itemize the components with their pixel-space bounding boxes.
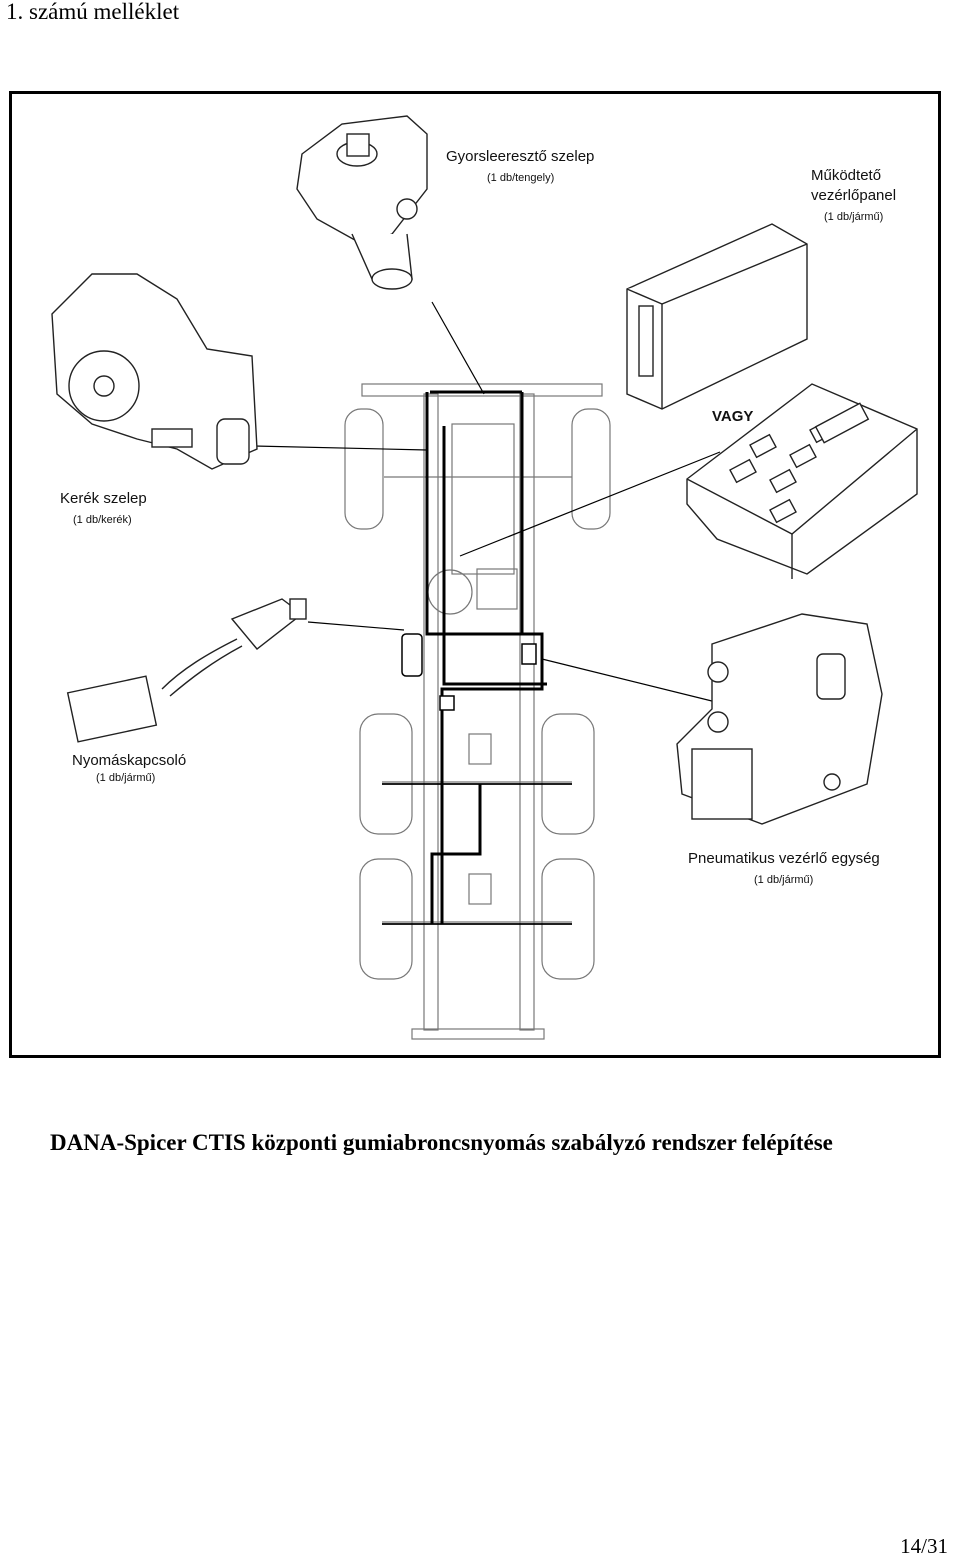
chassis-components: [401, 633, 537, 711]
page-number: 14/31: [900, 1534, 948, 1558]
wheel-valve-drawing: [51, 273, 258, 470]
pneumatic-control-unit-drawing: [676, 613, 883, 825]
or-label: VAGY: [712, 408, 754, 425]
page-heading: 1. számú melléklet: [6, 0, 180, 24]
operator-panel-label-line1: Működtető: [811, 167, 882, 184]
leader-lines: [253, 301, 725, 705]
wheel-valve-label: Kerék szelep: [60, 490, 147, 507]
operator-panel-drawing: [626, 223, 808, 410]
pneumatic-control-unit-label: Pneumatikus vezérlő egység: [688, 850, 880, 867]
chassis-frame: [344, 383, 611, 1040]
operator-panel-label-line2: vezérlőpanel: [811, 187, 897, 204]
operator-panel-qty: (1 db/jármű): [824, 211, 884, 223]
wheel-valve-qty: (1 db/kerék): [73, 514, 132, 526]
diagram-frame: Gyorsleeresztő szelep (1 db/tengely) Műk…: [9, 91, 941, 1058]
quick-release-valve-drawing: [296, 115, 428, 290]
pressure-switch-drawing: [66, 598, 307, 743]
quick-release-valve-qty: (1 db/tengely): [487, 172, 555, 184]
quick-release-valve-label: Gyorsleeresztő szelep: [446, 148, 595, 165]
air-lines: [382, 390, 572, 925]
pressure-switch-label: Nyomáskapcsoló: [72, 752, 187, 769]
ctis-diagram: [51, 115, 918, 1040]
pneumatic-control-unit-qty: (1 db/jármű): [754, 874, 814, 886]
figure-caption: DANA-Spicer CTIS központi gumiabroncsnyo…: [50, 1130, 833, 1155]
pressure-switch-qty: (1 db/jármű): [96, 772, 156, 784]
operator-panel-alt-drawing: [686, 383, 918, 579]
